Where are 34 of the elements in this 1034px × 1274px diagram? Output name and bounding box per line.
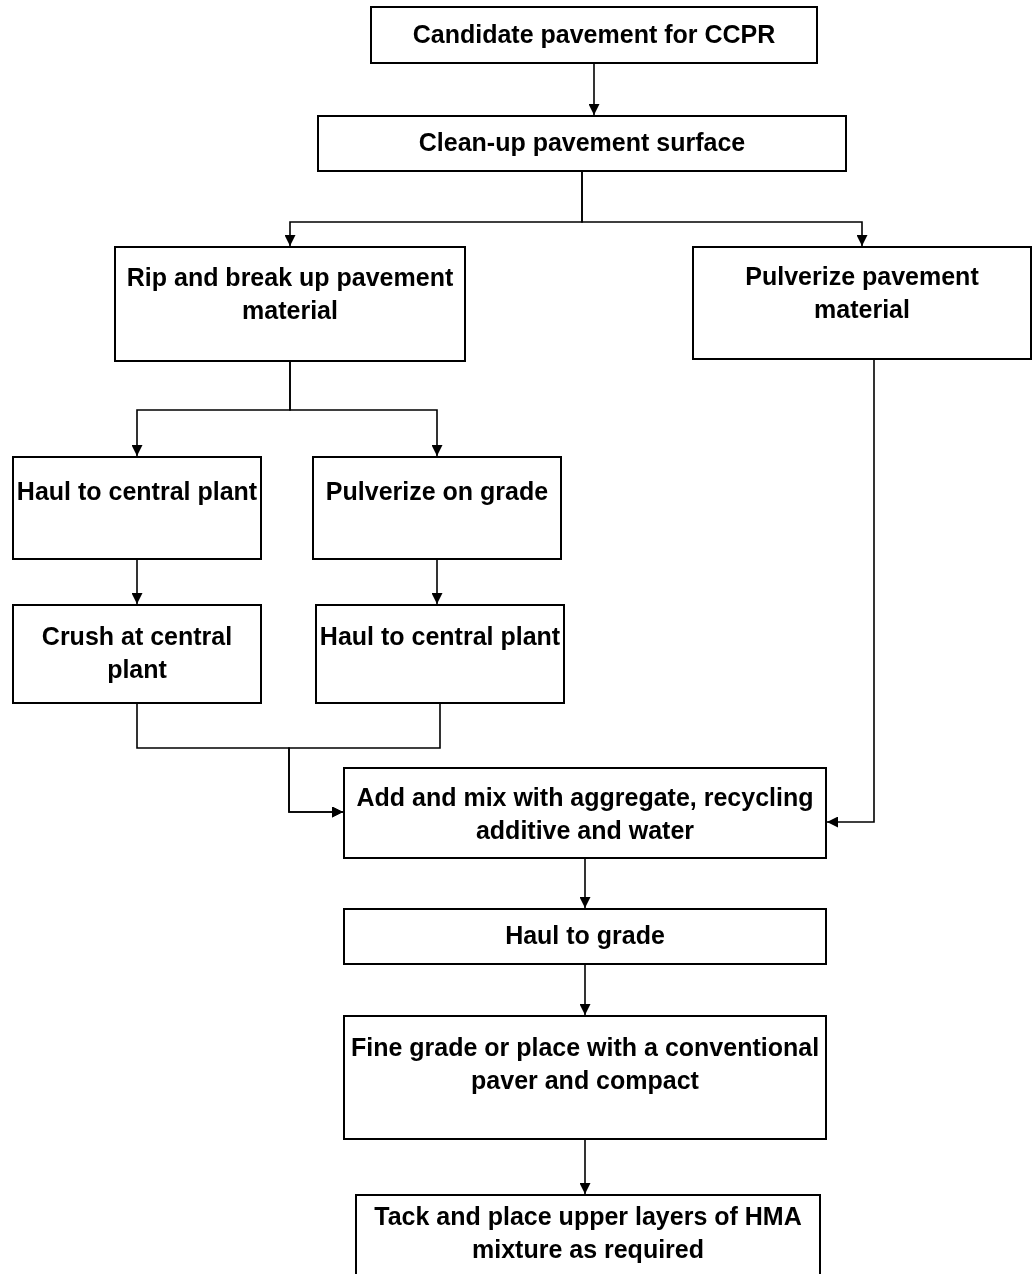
arrow	[288, 703, 441, 818]
process-box	[343, 1015, 827, 1140]
step-text: Fine grade or place with a conventional paver and compact	[349, 1032, 821, 1096]
step-text: Rip and break up pavement material	[125, 262, 455, 326]
process-box	[317, 115, 847, 172]
process-box	[370, 6, 818, 64]
process-box	[315, 604, 565, 704]
step-text: Tack and place upper layers of HMA mixture as required	[373, 1201, 803, 1265]
step-text: Pulverize pavement material	[744, 261, 980, 325]
process-box	[312, 456, 562, 560]
step-text: Candidate pavement for CCPR	[412, 19, 776, 50]
arrow	[588, 63, 600, 116]
arrow	[579, 1139, 591, 1195]
step-text: Add and mix with aggregate, recycling additive and water	[355, 782, 815, 846]
process-box	[355, 1194, 821, 1274]
process-box	[343, 908, 827, 965]
step-text: Haul to central plant	[16, 476, 258, 507]
process-box	[343, 767, 827, 859]
step-text: Haul to central plant	[319, 621, 561, 652]
arrow	[579, 858, 591, 909]
arrow	[431, 559, 443, 605]
arrow	[289, 361, 443, 457]
arrow	[579, 964, 591, 1016]
step-text: Clean-up pavement surface	[418, 127, 746, 158]
step-text: Pulverize on grade	[325, 476, 549, 507]
step-text: Haul to grade	[505, 920, 665, 951]
process-box	[12, 456, 262, 560]
process-box	[12, 604, 262, 704]
process-box	[114, 246, 466, 362]
step-text: Crush at central plant	[40, 621, 234, 685]
process-box	[692, 246, 1032, 360]
arrow	[826, 359, 875, 828]
arrow	[131, 559, 143, 605]
arrow	[581, 171, 868, 247]
